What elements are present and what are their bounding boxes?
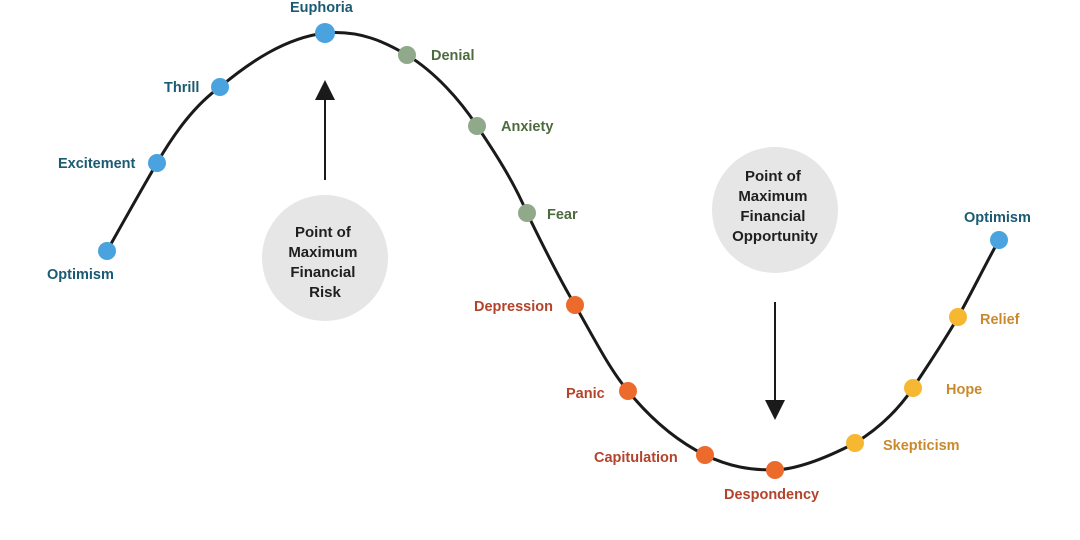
stage-label: Despondency — [724, 487, 819, 503]
stage-group: Relief — [949, 308, 1020, 328]
stage-dot-panic — [619, 382, 637, 400]
stage-group: Hope — [904, 379, 982, 398]
stage-label: Anxiety — [501, 119, 553, 135]
risk-callout-circle — [262, 195, 388, 321]
stage-label: Panic — [566, 386, 605, 402]
stage-group: Optimism — [964, 210, 1031, 249]
stage-label: Depression — [474, 299, 553, 315]
stage-dot-excitement — [148, 154, 166, 172]
stage-group: Excitement — [58, 154, 166, 172]
stage-group: Capitulation — [594, 446, 714, 466]
stage-dot-relief — [949, 308, 967, 326]
svg-text:Point of Maximum F: Point of Maximum Financial Risk — [288, 224, 361, 301]
stage-group: Euphoria — [290, 0, 354, 43]
stage-label: Hope — [946, 382, 982, 398]
stage-dot-optimism — [98, 242, 116, 260]
stage-dot-thrill — [211, 78, 229, 96]
stage-dot-optimism-end — [990, 231, 1008, 249]
opportunity-callout-line: Financial — [740, 208, 805, 225]
stage-label: Denial — [431, 48, 475, 64]
cycle-curve — [105, 31, 1001, 472]
stage-label: Optimism — [47, 267, 114, 283]
stage-dot-denial — [398, 46, 416, 64]
stage-label: Capitulation — [594, 450, 678, 466]
stage-label: Optimism — [964, 210, 1031, 226]
stage-group: Fear — [518, 204, 578, 223]
risk-callout: Point of Maximum Financial Risk — [262, 80, 388, 321]
risk-callout-line: Maximum — [288, 244, 357, 261]
stage-dot-despondency — [766, 461, 784, 479]
stage-group: Panic — [566, 382, 637, 402]
stage-dot-capitulation — [696, 446, 714, 464]
opportunity-callout-line: Opportunity — [732, 228, 818, 245]
stage-group: Denial — [398, 46, 475, 64]
stage-label: Fear — [547, 207, 578, 223]
stage-dot-anxiety — [468, 117, 486, 135]
stage-dot-skepticism — [846, 434, 864, 452]
risk-callout-line: Financial — [290, 264, 355, 281]
risk-callout-line: Risk — [309, 284, 341, 301]
risk-callout-line: Point of — [295, 224, 352, 241]
stage-group: Depression — [474, 296, 584, 315]
opportunity-callout-line: Maximum — [738, 188, 807, 205]
opportunity-callout-line: Point of — [745, 168, 802, 185]
svg-text:Point of Maximum F: Point of Maximum Financial Opportunity — [732, 168, 818, 245]
stage-group: Skepticism — [846, 434, 960, 454]
stage-dot-fear — [518, 204, 536, 222]
stage-label: Relief — [980, 312, 1020, 328]
stage-group: Despondency — [724, 461, 819, 503]
stage-group: Thrill — [164, 78, 229, 96]
stage-dot-depression — [566, 296, 584, 314]
stage-label: Skepticism — [883, 438, 960, 454]
stage-dot-hope — [904, 379, 922, 397]
opportunity-callout-circle — [712, 147, 838, 273]
stage-label: Thrill — [164, 80, 199, 96]
stage-dot-euphoria — [315, 23, 335, 43]
stage-label: Euphoria — [290, 0, 354, 16]
stage-group: Anxiety — [468, 117, 553, 135]
stage-group: Optimism — [47, 242, 116, 283]
opportunity-callout: Point of Maximum Financial Opportunity — [712, 147, 838, 420]
stage-label: Excitement — [58, 156, 136, 172]
